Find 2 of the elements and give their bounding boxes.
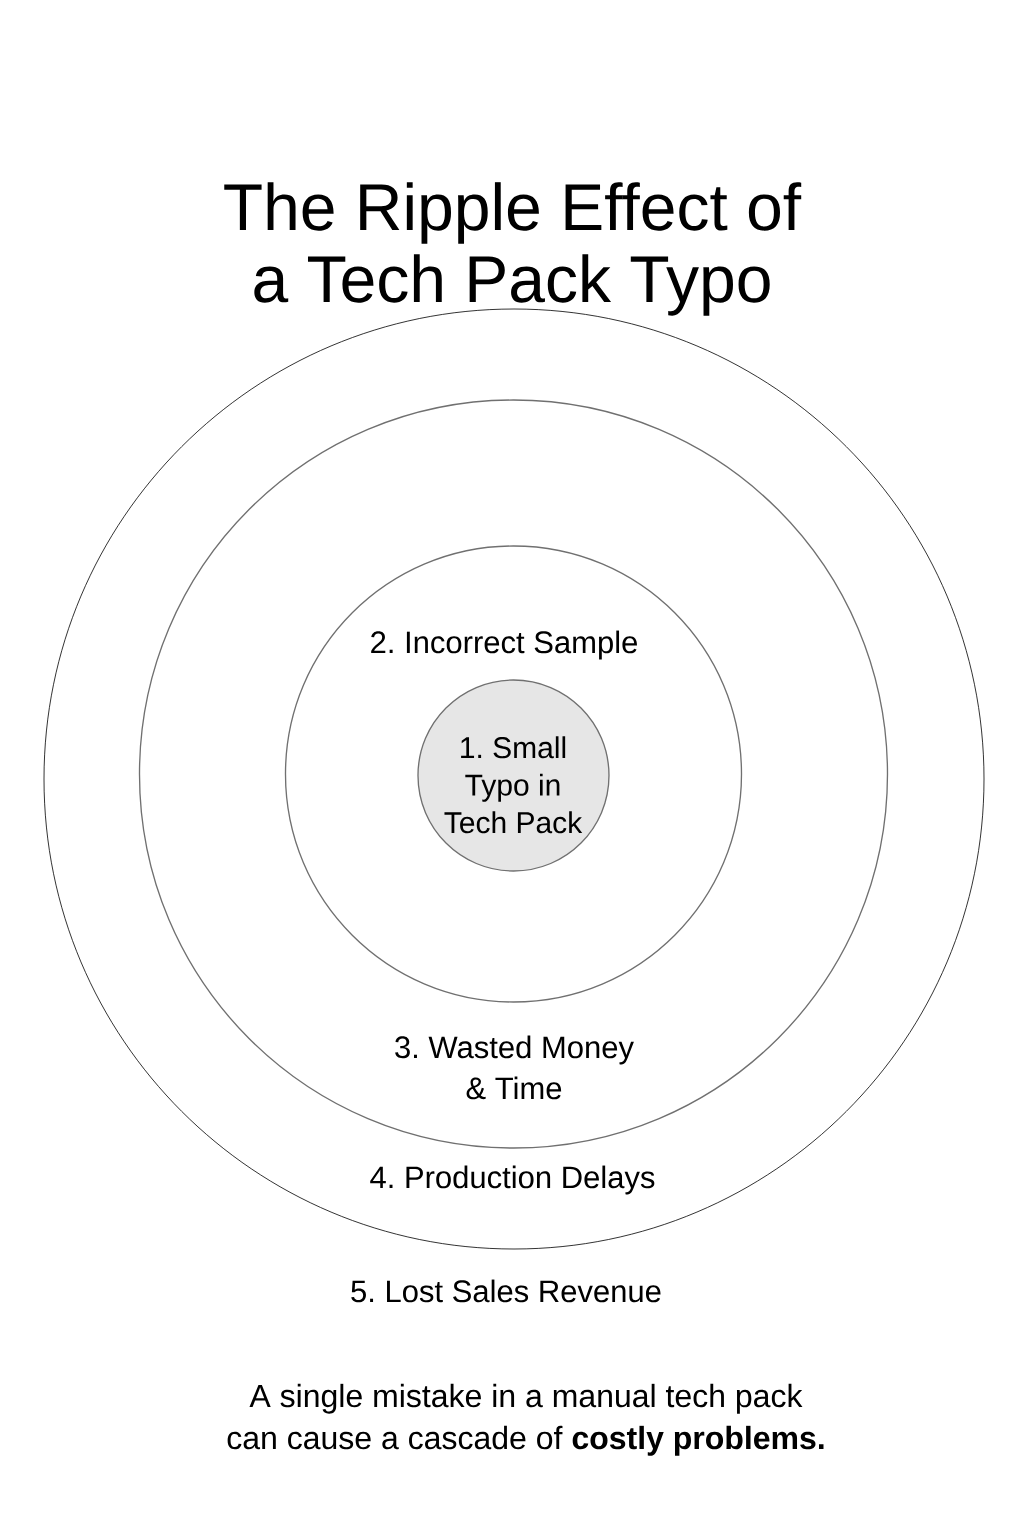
caption: A single mistake in a manual tech pack can cause a cascade of costly problems. [227, 1383, 824, 1456]
label: 5. Lost Sales Revenue [351, 1279, 661, 1303]
